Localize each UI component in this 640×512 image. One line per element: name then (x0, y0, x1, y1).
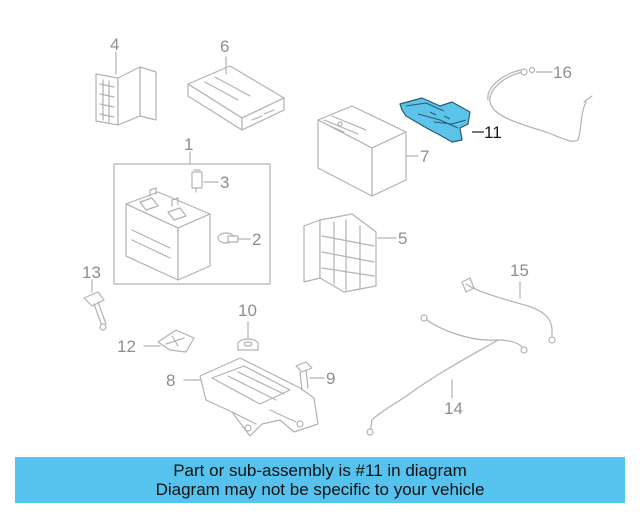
part-15-cable[interactable] (461, 277, 556, 344)
part-10-nut[interactable] (237, 338, 259, 351)
callout-9[interactable]: 9 (326, 369, 335, 388)
part-5-insulation[interactable] (303, 213, 377, 293)
callout-11[interactable]: 11 (484, 123, 502, 142)
part-4-heat-shield[interactable] (95, 66, 157, 126)
part-7-battery[interactable] (317, 105, 407, 197)
part-16-battery-cable[interactable] (487, 66, 593, 142)
callout-16[interactable]: 16 (553, 63, 572, 82)
part-14-ground-cable[interactable] (366, 314, 528, 436)
callout-7[interactable]: 7 (420, 147, 429, 166)
part-2-fitting[interactable] (217, 232, 239, 244)
callout-5[interactable]: 5 (398, 229, 407, 248)
callout-2[interactable]: 2 (252, 230, 261, 249)
info-banner: Part or sub-assembly is #11 in diagram D… (15, 457, 625, 503)
callout-12[interactable]: 12 (117, 337, 136, 356)
banner-line-1: Part or sub-assembly is #11 in diagram (173, 461, 467, 480)
parts-diagram: 4 6 11 16 7 (82, 35, 593, 437)
callout-3[interactable]: 3 (220, 173, 229, 192)
part-11-hold-down-bracket[interactable] (399, 97, 471, 143)
callout-15[interactable]: 15 (510, 261, 529, 280)
callout-14[interactable]: 14 (444, 399, 463, 418)
callout-6[interactable]: 6 (220, 37, 229, 56)
part-3-vent-plug[interactable] (191, 169, 203, 193)
banner-line-2: Diagram may not be specific to your vehi… (155, 480, 485, 499)
callout-4[interactable]: 4 (110, 35, 119, 54)
part-13-bolt[interactable] (83, 291, 107, 331)
part-9-bolt[interactable] (295, 361, 313, 391)
callout-13[interactable]: 13 (82, 263, 101, 282)
part-1-battery-assembly[interactable] (113, 163, 271, 285)
callout-10[interactable]: 10 (238, 301, 257, 320)
callout-8[interactable]: 8 (166, 371, 175, 390)
part-6-fuse-box[interactable] (187, 65, 285, 131)
callout-1[interactable]: 1 (184, 135, 193, 154)
part-12-clip[interactable] (157, 329, 195, 353)
part-8-battery-tray[interactable] (199, 357, 319, 437)
